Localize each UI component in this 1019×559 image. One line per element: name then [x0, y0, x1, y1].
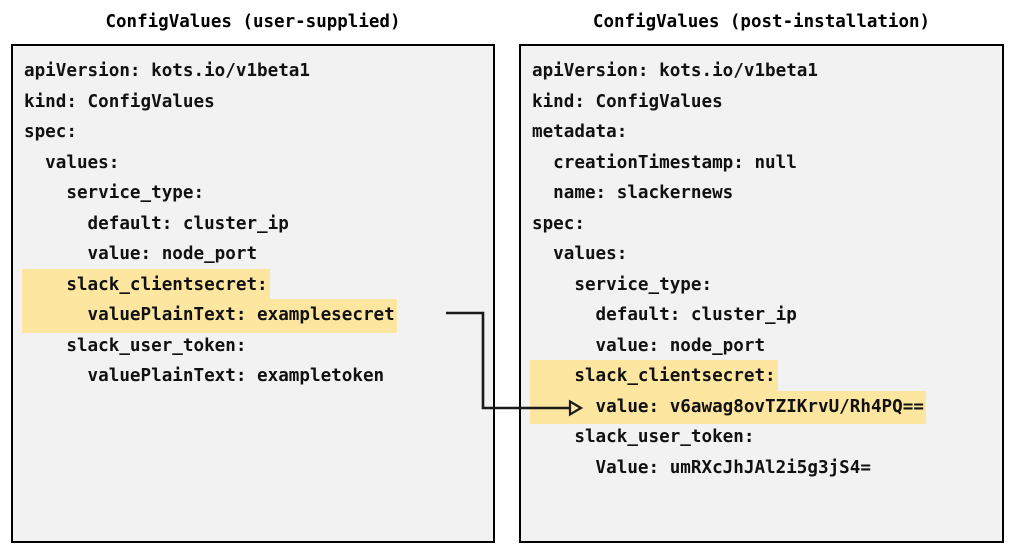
code-line-text: Value: umRXcJhJAl2i5g3jS4=: [532, 457, 871, 478]
code-line-text: valuePlainText: examplesecret: [22, 299, 397, 333]
code-line: creationTimestamp: null: [530, 147, 998, 178]
code-line-text: slack_user_token:: [24, 335, 247, 356]
code-line: service_type:: [530, 269, 998, 300]
panel-title-post-installation: ConfigValues (post-installation): [592, 12, 931, 32]
code-line-text: slack_user_token:: [532, 427, 755, 447]
code-line-text: valuePlainText: exampletoken: [24, 366, 385, 386]
yaml-code-block-post-installation: apiVersion: kots.io/v1beta1 kind: ConfigV…: [530, 55, 998, 482]
code-line: kind: ConfigValues: [530, 86, 998, 117]
code-line: Value: umRXcJhJAl2i5g3jS4=: [530, 452, 998, 483]
code-line-text: values:: [532, 244, 628, 264]
code-line-text: values:: [24, 152, 120, 173]
code-line-text: value: v6awag8ovTZIKrvU/Rh4PQ==: [530, 390, 926, 424]
code-line: value: node_port: [530, 330, 998, 361]
code-line: slack_clientsecret:: [22, 268, 489, 302]
code-line: metadata:: [530, 116, 998, 147]
code-line-text: kind: ConfigValues: [24, 91, 215, 112]
code-line: valuePlainText: examplesecret: [22, 299, 489, 333]
code-line: values:: [530, 238, 998, 269]
code-line: default: cluster_ip: [530, 299, 998, 330]
code-line-text: service_type:: [24, 183, 205, 203]
code-line-text: metadata:: [532, 122, 628, 142]
configvalues-post-installation-panel: apiVersion: kots.io/v1beta1 kind: ConfigV…: [519, 44, 1004, 543]
yaml-code-block-user-supplied: apiVersion: kots.io/v1beta1 kind: ConfigV…: [22, 55, 489, 391]
panel-title-user-supplied: ConfigValues (user-supplied): [105, 12, 401, 32]
code-line: apiVersion: kots.io/v1beta1: [530, 55, 998, 86]
code-line: name: slackernews: [530, 177, 998, 208]
code-line-text: spec:: [532, 213, 585, 234]
code-line-text: default: cluster_ip: [24, 213, 289, 234]
code-line-text: slack_clientsecret:: [530, 360, 778, 394]
code-line: value: v6awag8ovTZIKrvU/Rh4PQ==: [530, 390, 998, 424]
code-line: slack_clientsecret:: [530, 360, 998, 394]
configvalues-user-supplied-panel: apiVersion: kots.io/v1beta1 kind: ConfigV…: [11, 44, 495, 543]
code-line-text: name: slackernews: [532, 183, 734, 203]
code-line: apiVersion: kots.io/v1beta1: [22, 55, 489, 86]
code-line: slack_user_token:: [22, 330, 489, 361]
code-line-text: apiVersion: kots.io/v1beta1: [532, 61, 818, 81]
code-line: value: node_port: [22, 238, 489, 269]
code-line-text: default: cluster_ip: [532, 305, 797, 325]
code-line: spec:: [530, 208, 998, 239]
code-line-text: kind: ConfigValues: [532, 91, 723, 112]
code-line: default: cluster_ip: [22, 208, 489, 239]
code-line: valuePlainText: exampletoken: [22, 360, 489, 391]
code-line: spec:: [22, 116, 489, 147]
code-line-text: spec:: [24, 122, 77, 142]
code-line: service_type:: [22, 177, 489, 208]
code-line-text: slack_clientsecret:: [22, 268, 270, 302]
code-line-text: value: node_port: [532, 335, 766, 356]
code-line-text: value: node_port: [24, 244, 258, 264]
code-line: slack_user_token:: [530, 421, 998, 452]
code-line-text: apiVersion: kots.io/v1beta1: [24, 61, 310, 81]
code-line-text: service_type:: [532, 274, 713, 295]
code-line: kind: ConfigValues: [22, 86, 489, 117]
code-line: values:: [22, 147, 489, 178]
code-line-text: creationTimestamp: null: [532, 152, 797, 173]
